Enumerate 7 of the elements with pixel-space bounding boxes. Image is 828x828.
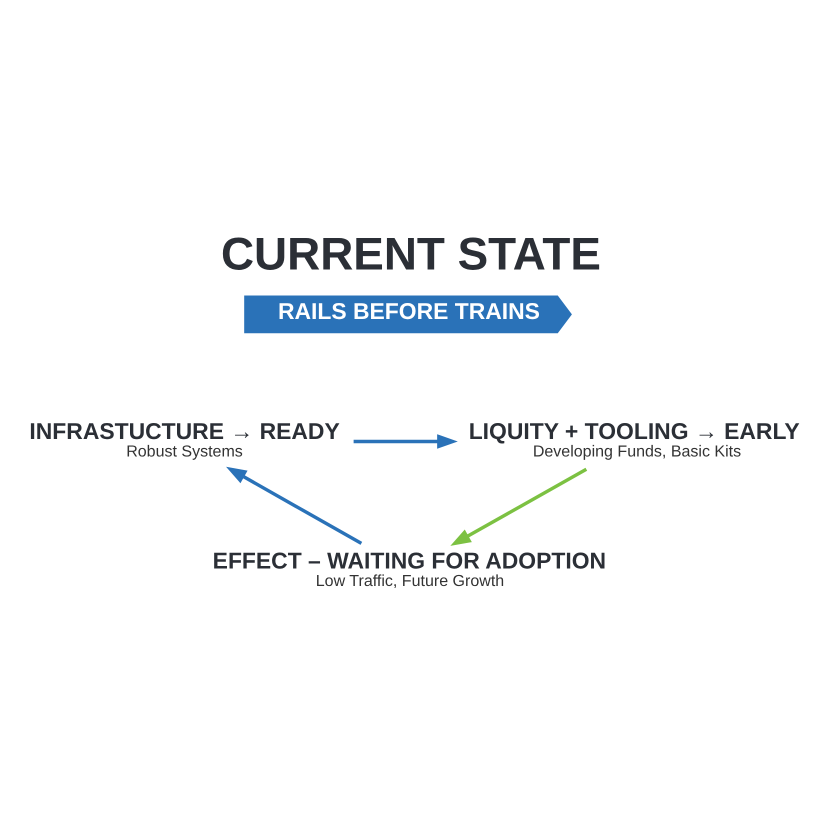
arrow bbox=[450, 468, 588, 546]
node-text: LIQUITY + TOOLING → EARLY Developing Funds, Basic Kits bbox=[468, 418, 800, 461]
node-text: EFFECT – WAITING FOR ADOPTION Low Traffic, Future Growth bbox=[212, 548, 606, 590]
diagram-title: CURRENT STATE bbox=[220, 228, 601, 280]
arrow bbox=[354, 434, 458, 449]
node-text: INFRASTUCTURE → READY Robust Systems bbox=[29, 418, 340, 461]
arrow bbox=[226, 466, 362, 545]
